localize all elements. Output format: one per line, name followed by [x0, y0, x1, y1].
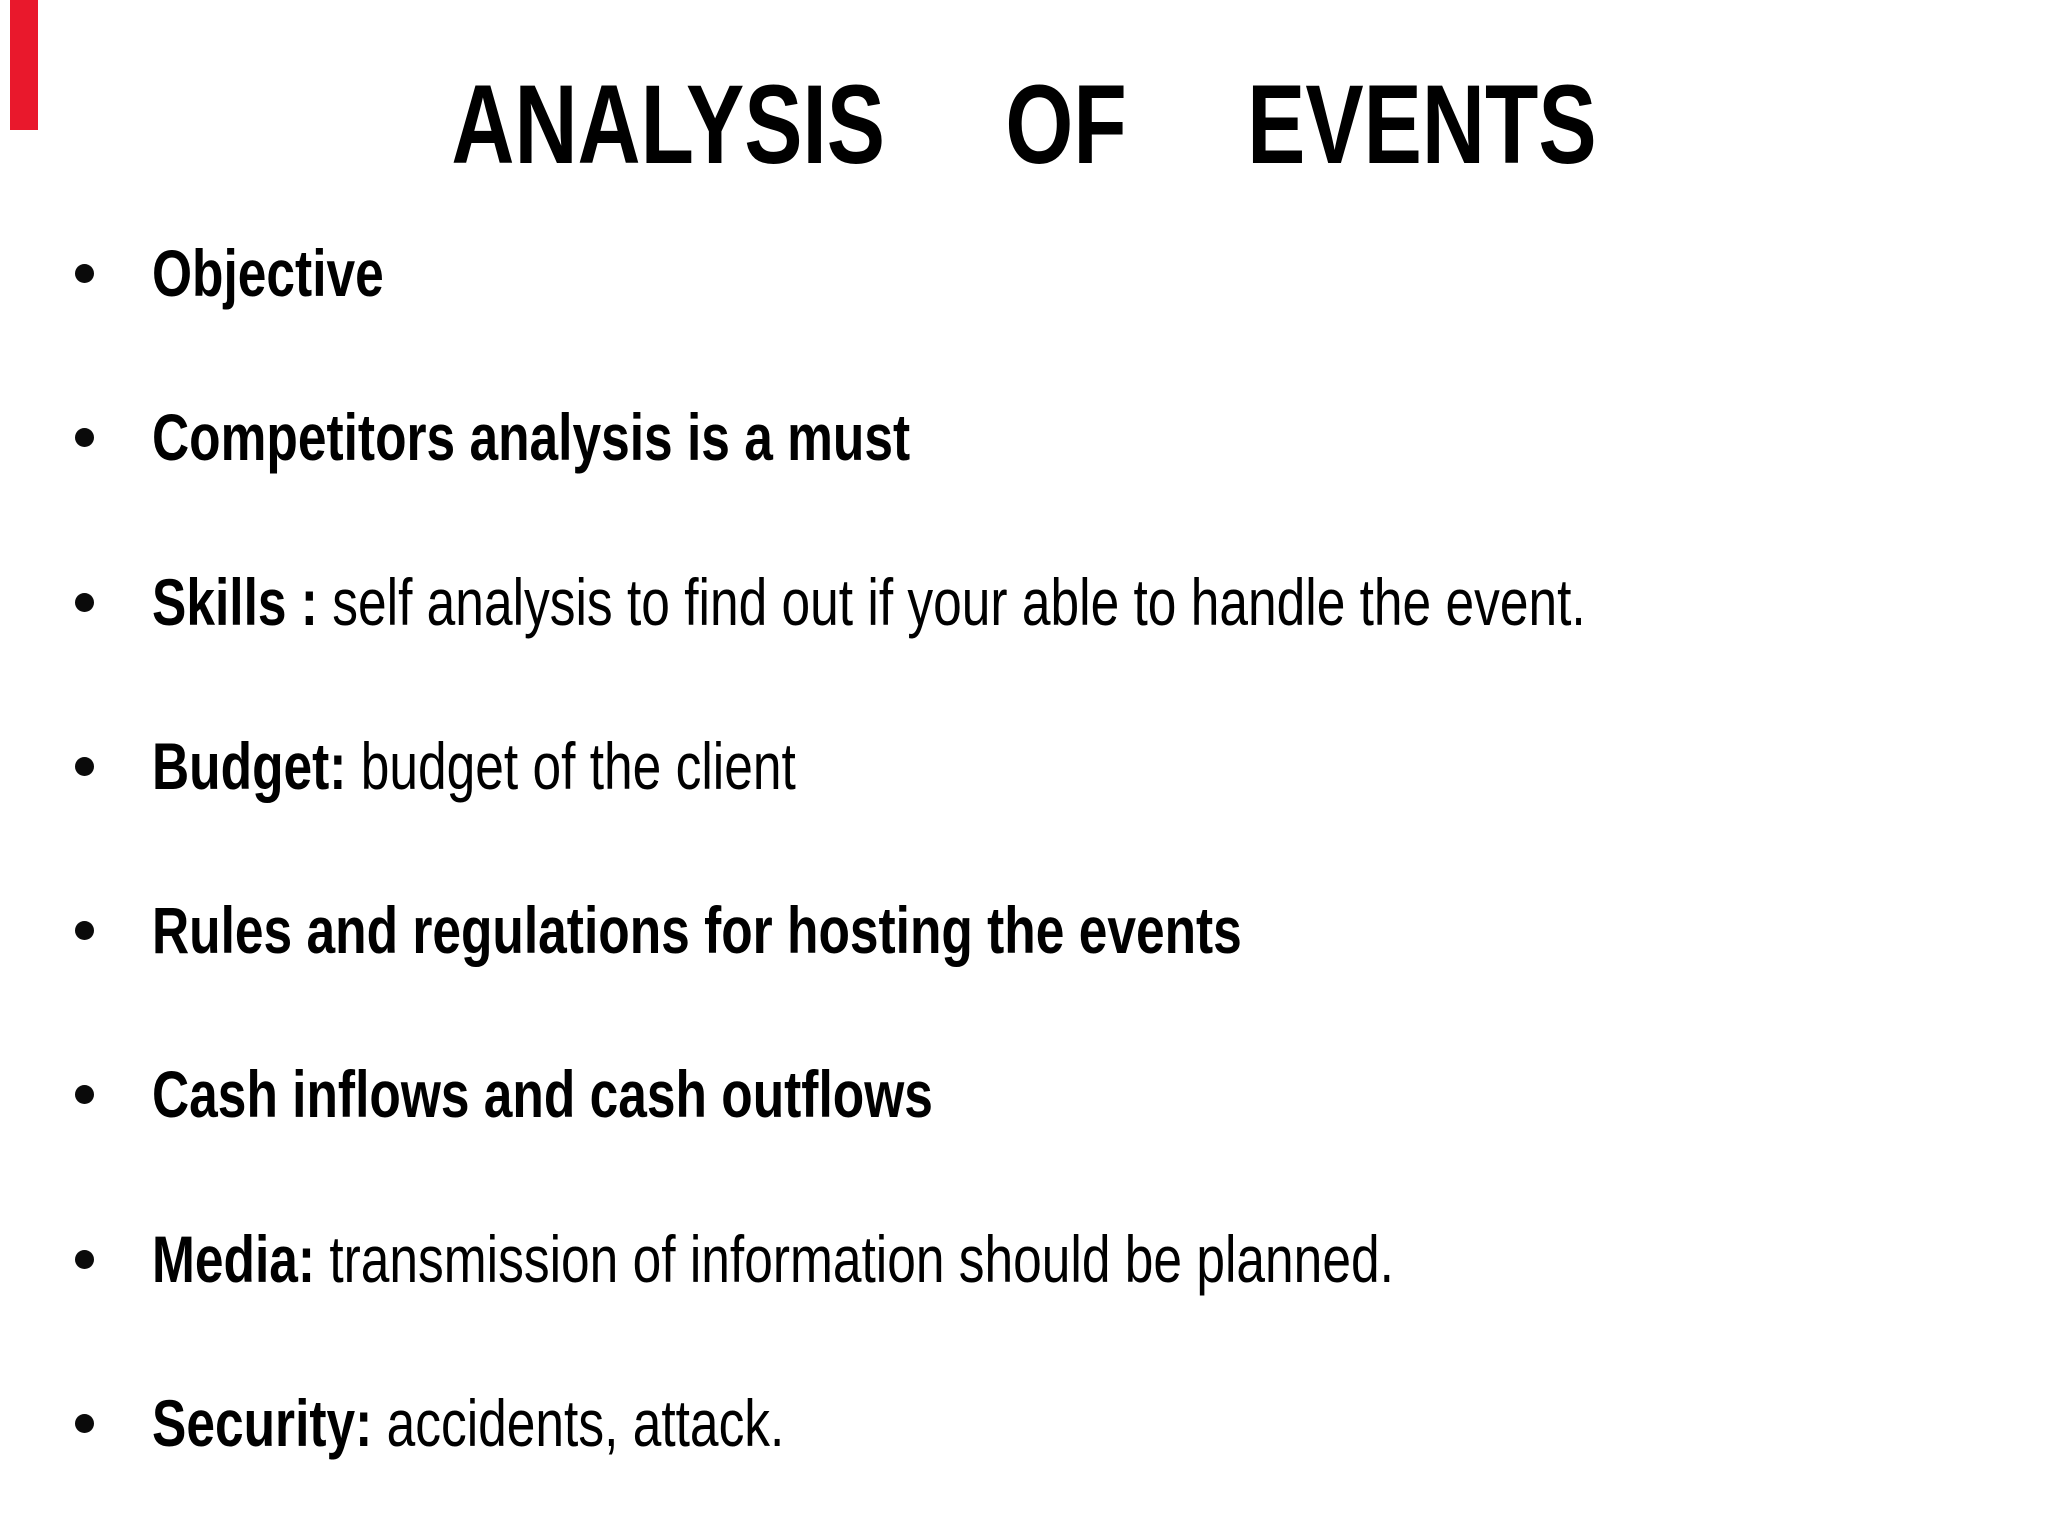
- bullet-item: Media: transmission of information shoul…: [0, 1226, 2048, 1292]
- bullet-label: Objective: [152, 236, 384, 310]
- bullet-text: Security: accidents, attack.: [152, 1390, 784, 1456]
- bullet-label: Media:: [152, 1222, 330, 1296]
- bullet-label: Competitors analysis is a must: [152, 400, 911, 474]
- red-accent-bar: [10, 0, 38, 130]
- bullet-text: Objective: [152, 240, 384, 306]
- bullet-item: Rules and regulations for hosting the ev…: [0, 897, 2048, 963]
- bullet-item: Competitors analysis is a must: [0, 404, 2048, 470]
- bullet-description: transmission of information should be pl…: [329, 1222, 1394, 1296]
- bullet-item: Skills : self analysis to find out if yo…: [0, 569, 2048, 635]
- bullet-label: Security:: [152, 1386, 387, 1460]
- bullet-label: Cash inflows and cash outflows: [152, 1057, 933, 1131]
- bullet-marker: [75, 593, 94, 612]
- bullet-marker: [75, 1085, 94, 1104]
- bullet-item: Cash inflows and cash outflows: [0, 1061, 2048, 1127]
- slide-title: ANALYSIS OF EVENTS: [451, 62, 1597, 187]
- bullet-item: Security: accidents, attack.: [0, 1390, 2048, 1456]
- bullet-description: budget of the client: [360, 729, 796, 803]
- bullet-text: Budget: budget of the client: [152, 733, 796, 799]
- bullet-text: Skills : self analysis to find out if yo…: [152, 569, 1586, 635]
- bullet-marker: [75, 757, 94, 776]
- bullet-description: accidents, attack.: [386, 1386, 785, 1460]
- bullet-label: Skills :: [152, 565, 333, 639]
- bullet-marker: [75, 428, 94, 447]
- bullet-item: Objective: [0, 240, 2048, 306]
- bullet-label: Rules and regulations for hosting the ev…: [152, 893, 1242, 967]
- bullet-marker: [75, 264, 94, 283]
- bullet-marker: [75, 921, 94, 940]
- bullet-text: Rules and regulations for hosting the ev…: [152, 897, 1242, 963]
- bullet-text: Cash inflows and cash outflows: [152, 1061, 933, 1127]
- bullet-description: self analysis to find out if your able t…: [332, 565, 1586, 639]
- bullet-text: Media: transmission of information shoul…: [152, 1226, 1394, 1292]
- bullet-marker: [75, 1250, 94, 1269]
- bullet-label: Budget:: [152, 729, 361, 803]
- bullet-text: Competitors analysis is a must: [152, 404, 910, 470]
- bullet-item: Budget: budget of the client: [0, 733, 2048, 799]
- bullet-marker: [75, 1414, 94, 1433]
